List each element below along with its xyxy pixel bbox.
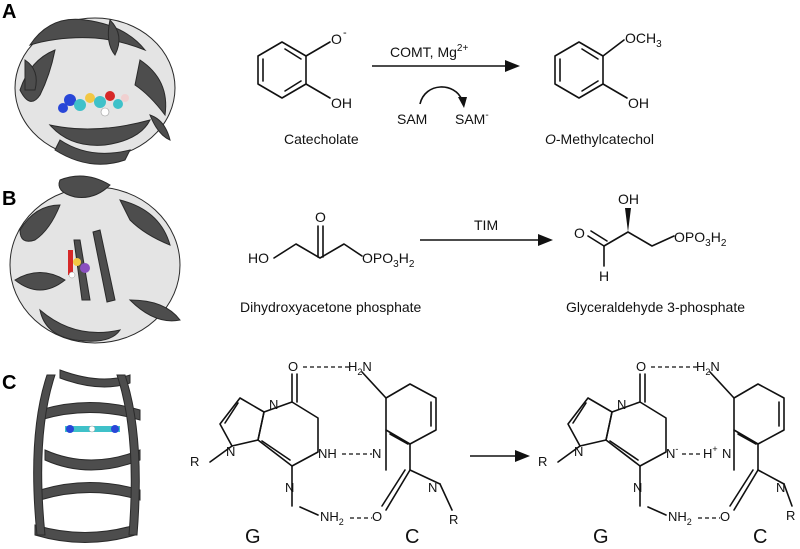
tim-protein-structure: [9, 175, 181, 344]
g-nh2: NH2: [320, 509, 344, 527]
c2-n3: N: [722, 446, 731, 461]
sam-in-label: SAM: [397, 111, 427, 127]
g2-n1-minus: N-: [666, 444, 678, 461]
c2-o2: O: [720, 509, 730, 524]
tim-enzyme-label: TIM: [474, 217, 498, 233]
tim-ligand: [68, 250, 90, 279]
g-n7: N: [269, 397, 278, 412]
g2-r: R: [538, 454, 547, 469]
c2-h-plus: H+: [703, 444, 718, 461]
c-h2n: H2N: [348, 359, 372, 377]
gap-o: O: [574, 225, 585, 241]
g-n3: N: [285, 480, 294, 495]
dna-helix-structure: [33, 369, 141, 543]
comt-reaction-arrow: [372, 60, 520, 108]
methylcatechol-structure: OCH3 OH: [554, 30, 662, 111]
g-o6: O: [288, 359, 298, 374]
g2-o6: O: [636, 359, 646, 374]
tim-reaction-arrow: [420, 234, 553, 246]
dhap-o: O: [315, 209, 326, 225]
gap-oh: OH: [618, 191, 639, 207]
g-n9: N: [226, 444, 235, 459]
g2-n9: N: [574, 444, 583, 459]
catecholate-charge: -: [343, 27, 347, 39]
gap-structure: OH O H OPO3H2: [574, 191, 727, 284]
gap-h: H: [599, 268, 609, 284]
dhap-structure: HO O OPO3H2: [248, 209, 415, 270]
dhap-label: Dihydroxyacetone phosphate: [240, 299, 422, 315]
g2-n3: N: [633, 480, 642, 495]
proton-transfer-arrow: [470, 450, 530, 462]
gap-phosphate: OPO3H2: [674, 229, 727, 249]
dhap-phosphate: OPO3H2: [362, 250, 415, 270]
dhap-ho: HO: [248, 250, 269, 266]
c-label-left: C: [405, 526, 419, 548]
c-r: R: [449, 512, 458, 527]
g-label-right: G: [593, 526, 609, 548]
catecholate-oh: OH: [331, 95, 352, 111]
gc-pair-neutral: N N N R O NH NH2 H2N N N O R: [190, 359, 458, 527]
c2-r: R: [786, 508, 795, 523]
c-o2: O: [372, 509, 382, 524]
methylcatechol-oh: OH: [628, 95, 649, 111]
catecholate-label: Catecholate: [284, 131, 359, 147]
catecholate-structure: O - OH: [257, 27, 352, 111]
comt-ligand: [58, 91, 129, 117]
g2-nh2: NH2: [668, 509, 692, 527]
gc-pair-proton-transferred: N N N R O N- NH2 H2N H+ N N O R: [538, 359, 795, 527]
c-n3: N: [372, 446, 381, 461]
panel-label-b: B: [2, 188, 16, 210]
g-label-left: G: [245, 526, 261, 548]
g-r: R: [190, 454, 199, 469]
sam-out-label: SAM-: [455, 110, 489, 127]
gap-label: Glyceraldehyde 3-phosphate: [566, 299, 745, 315]
methylcatechol-och3: OCH3: [625, 30, 662, 50]
c2-n1: N: [776, 480, 785, 495]
g2-n7: N: [617, 397, 626, 412]
c-n1: N: [428, 480, 437, 495]
methylcatechol-label: O-Methylcatechol: [545, 131, 654, 147]
svg-text:O: O: [331, 31, 342, 47]
c2-h2n: H2N: [696, 359, 720, 377]
panel-label-c: C: [2, 372, 16, 394]
panel-label-a: A: [2, 1, 16, 23]
comt-enzyme-label: COMT, Mg2+: [390, 43, 468, 60]
c-label-right: C: [753, 526, 767, 548]
g-n1h: NH: [318, 446, 337, 461]
dna-basepair-highlight: [65, 425, 120, 433]
comt-protein-structure: [14, 17, 176, 165]
